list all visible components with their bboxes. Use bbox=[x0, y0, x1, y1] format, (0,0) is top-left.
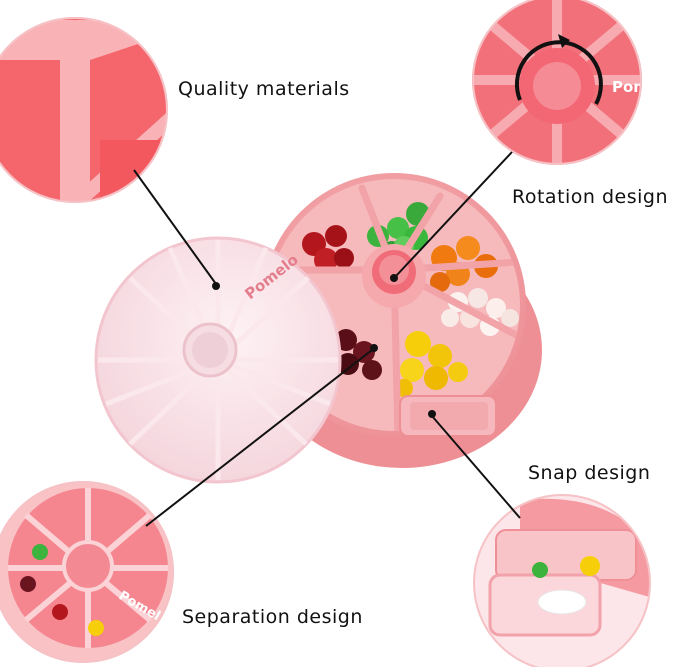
callout-rotation-design: Pomelo bbox=[472, 0, 675, 165]
compartment-red bbox=[302, 225, 354, 272]
callout-quality-materials bbox=[0, 17, 168, 203]
callout-snap-design bbox=[473, 494, 651, 667]
pointer-lines bbox=[133, 151, 521, 527]
rotation-brand-text: Pomelo bbox=[612, 78, 675, 96]
pointer-rotation bbox=[395, 151, 513, 277]
pill-case-lid: Pomelo bbox=[94, 236, 342, 484]
callout-separation-design: Pomelo bbox=[0, 481, 174, 663]
pointer-snap bbox=[431, 415, 521, 519]
arrow-head-icon bbox=[558, 34, 570, 48]
pointer-separation bbox=[145, 349, 373, 527]
compartment-yellow bbox=[395, 331, 468, 397]
feature-label-rotation: Rotation design bbox=[512, 186, 669, 208]
compartment-maroon bbox=[335, 329, 382, 380]
feature-label-snap: Snap design bbox=[528, 462, 651, 484]
snap-latch bbox=[399, 395, 497, 437]
feature-label-separation: Separation design bbox=[182, 606, 363, 628]
pointer-quality bbox=[133, 169, 217, 285]
feature-label-quality: Quality materials bbox=[178, 78, 350, 100]
